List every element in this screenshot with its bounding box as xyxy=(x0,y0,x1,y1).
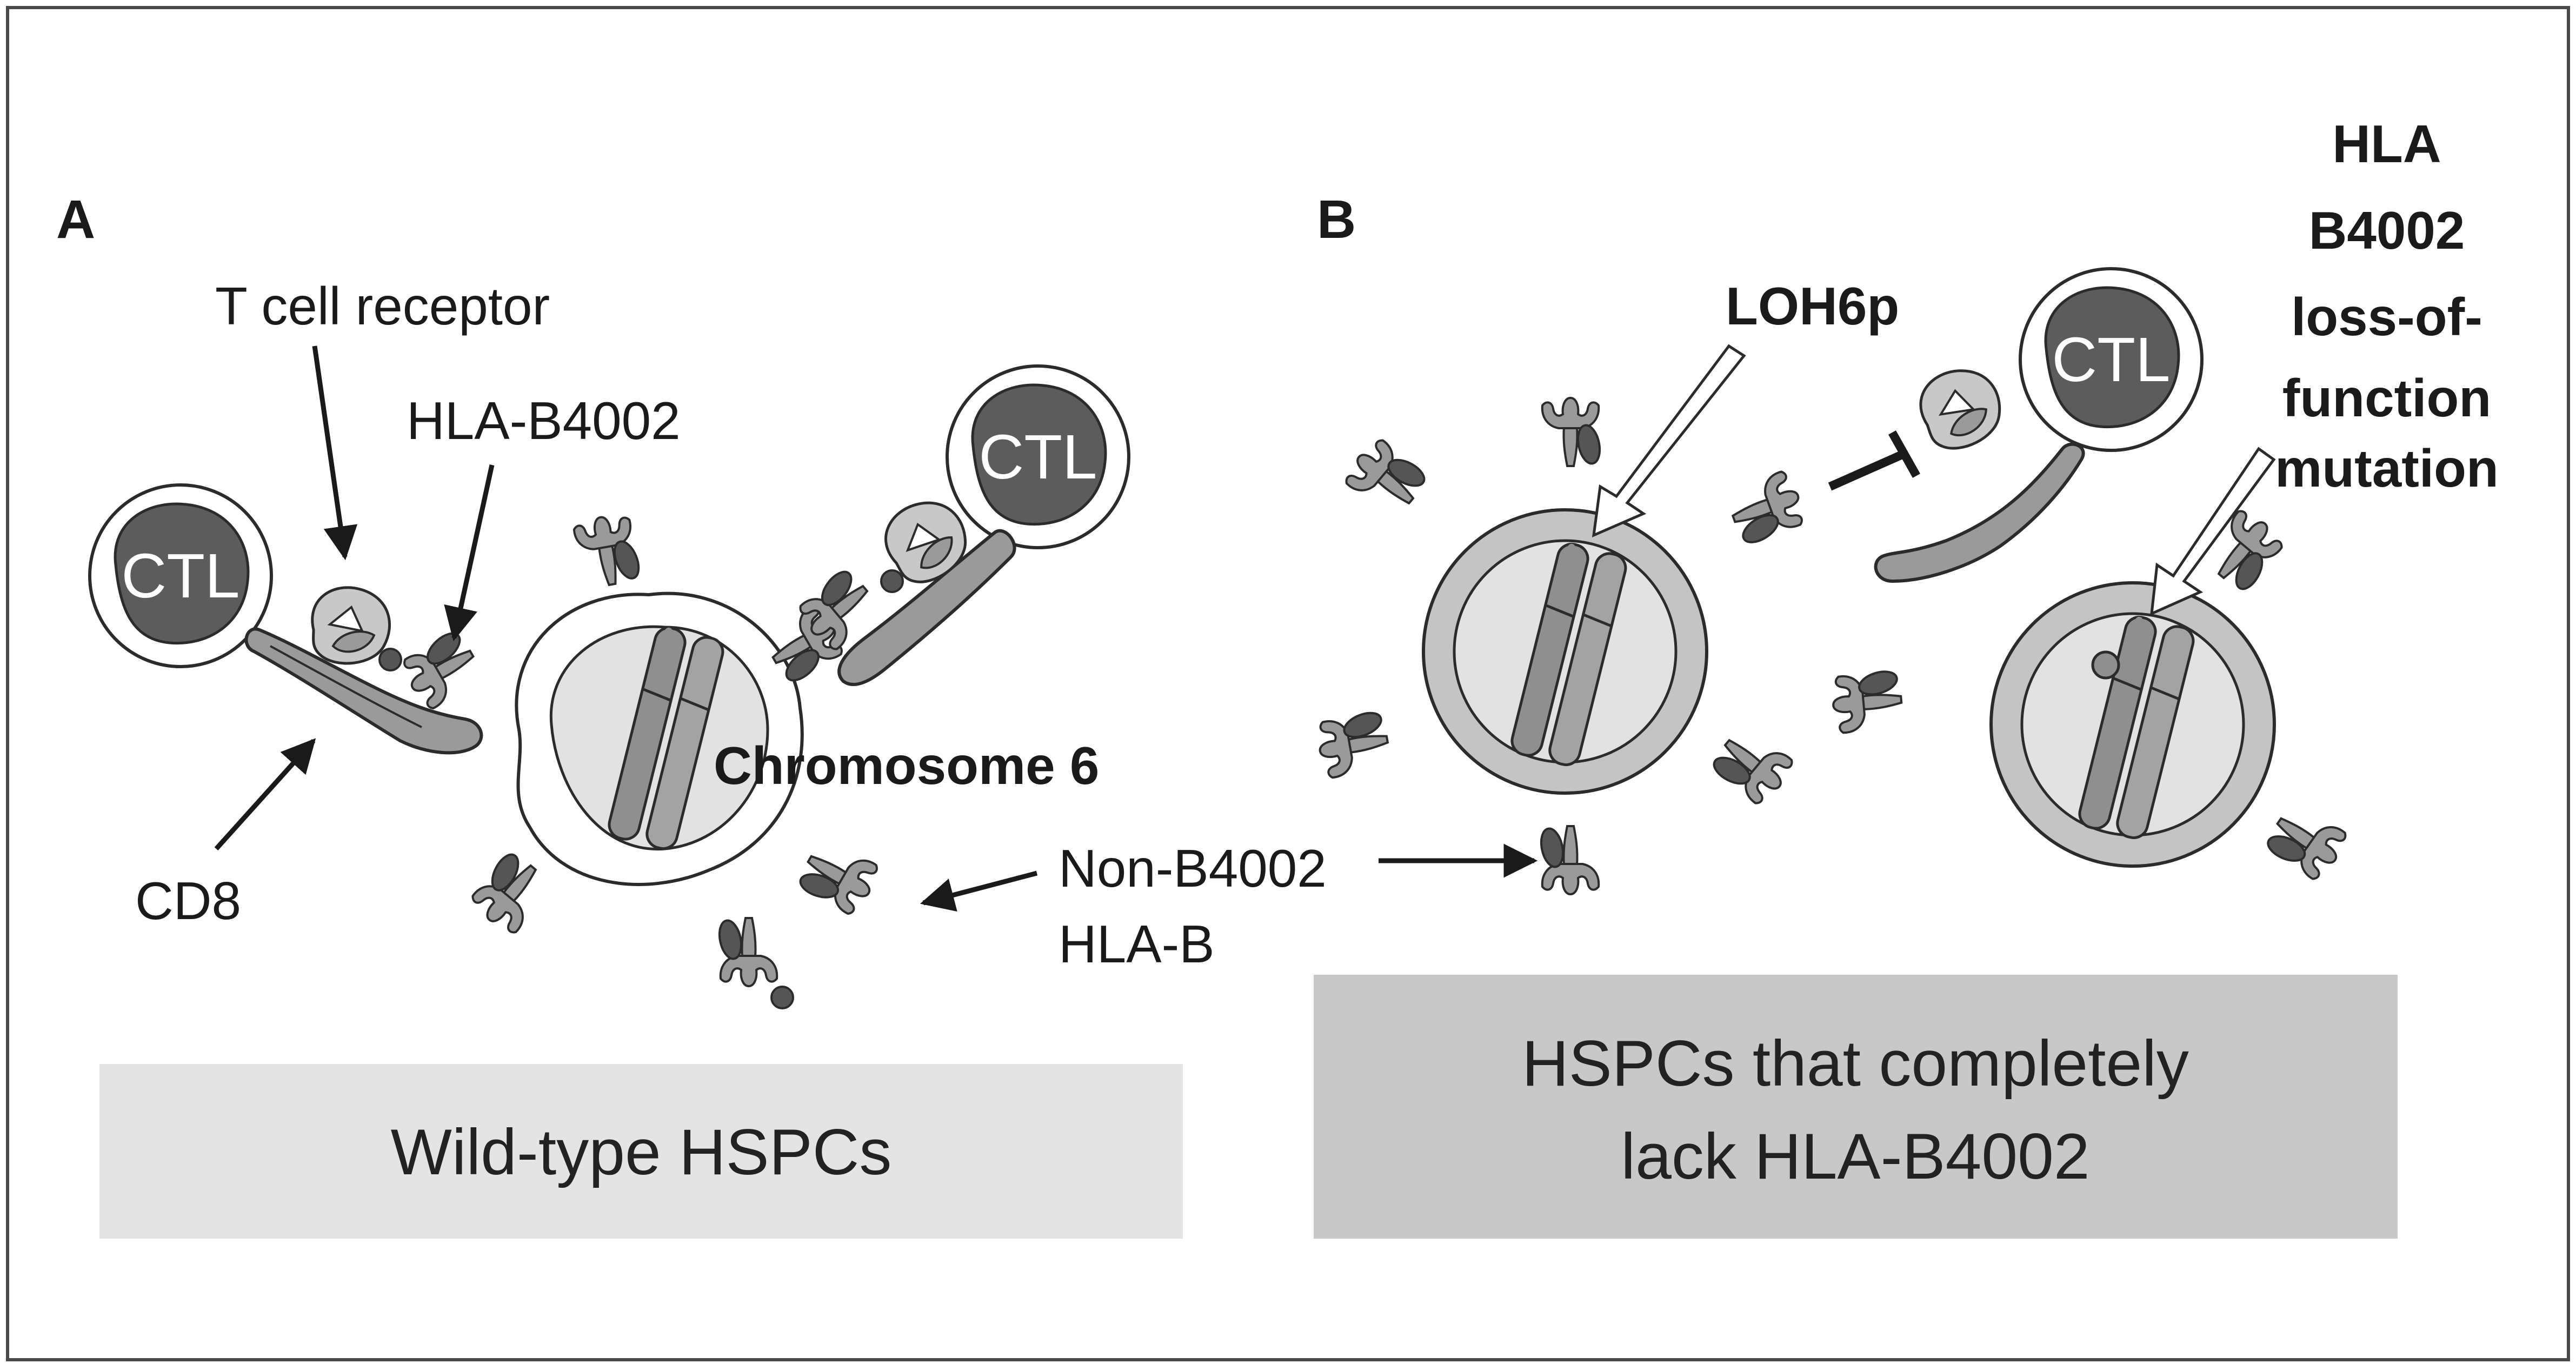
hspc-wildtype xyxy=(515,591,804,886)
caption-b-line1: HSPCs that completely xyxy=(1522,1027,2189,1100)
caption-box-a xyxy=(99,1064,1183,1239)
label-loh6p: LOH6p xyxy=(1726,276,1899,336)
peptide-dot-left xyxy=(378,648,402,671)
ctl-cell-left: CTL xyxy=(90,485,271,667)
ctl-cell-right-a: CTL xyxy=(947,366,1129,548)
caption-a: Wild-type HSPCs xyxy=(391,1116,892,1188)
t-cell-receptor-left xyxy=(312,588,390,663)
arrow-cd8 xyxy=(214,738,316,851)
arrow-t-cell-receptor xyxy=(312,345,358,561)
label-chromosome-6: Chromosome 6 xyxy=(714,736,1099,795)
cd8-molecule-right-a xyxy=(837,529,1016,686)
ctl-label-right-a: CTL xyxy=(979,422,1097,492)
arrow-mutation xyxy=(2150,447,2276,616)
label-non-b4002-line1: Non-B4002 xyxy=(1059,839,1327,898)
hspc-loh6p xyxy=(1422,508,1708,795)
label-mutation-line4: function xyxy=(2282,368,2491,428)
label-cd8: CD8 xyxy=(135,871,241,930)
caption-b-line2: lack HLA-B4002 xyxy=(1621,1120,2089,1193)
arrow-loh6p xyxy=(1592,344,1746,538)
caption-box-b xyxy=(1314,975,2398,1239)
cd8-molecule-left xyxy=(244,627,483,755)
label-t-cell-receptor: T cell receptor xyxy=(215,276,550,336)
ctl-cell-b: CTL xyxy=(2020,269,2202,450)
label-non-b4002-line2: HLA-B xyxy=(1059,914,1215,974)
label-mutation-line2: B4002 xyxy=(2309,201,2465,260)
panel-a-letter: A xyxy=(56,189,95,250)
cd8-molecule-b xyxy=(1874,442,2085,583)
arrow-hla-b4002 xyxy=(444,464,495,642)
inhibition-symbol xyxy=(1828,430,1920,491)
label-hla-b4002: HLA-B4002 xyxy=(407,391,681,450)
ctl-label-b: CTL xyxy=(2052,324,2170,395)
ctl-label-left: CTL xyxy=(121,541,239,611)
label-mutation-line1: HLA xyxy=(2332,114,2441,174)
panel-b-letter: B xyxy=(1317,189,1356,250)
arrow-non-b4002-left xyxy=(920,870,1038,912)
label-mutation-line3: loss-of- xyxy=(2291,287,2482,347)
label-mutation-line5: mutation xyxy=(2275,438,2499,498)
hspc-mutation xyxy=(1989,581,2276,868)
